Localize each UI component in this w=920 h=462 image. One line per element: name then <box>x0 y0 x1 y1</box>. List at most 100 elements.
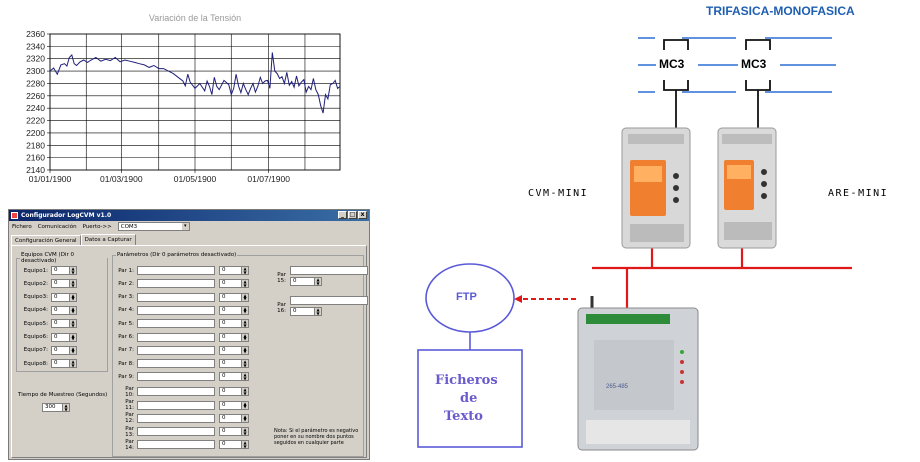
param-input[interactable]: 0 ▲▼ <box>219 372 249 382</box>
param-value: 0 <box>293 308 297 314</box>
param-name-input[interactable] <box>137 413 215 423</box>
spin-icon[interactable]: ▲▼ <box>241 346 248 354</box>
tab-configuracion-general[interactable]: Configuración General <box>11 235 81 245</box>
spin-icon[interactable]: ▲▼ <box>69 333 76 341</box>
chevron-down-icon[interactable]: ▾ <box>181 223 189 230</box>
ftp-label: FTP <box>456 291 477 303</box>
menu-puerto[interactable]: Puerto->> <box>82 223 112 230</box>
spin-icon[interactable]: ▲▼ <box>241 441 248 449</box>
tab-datos-a-capturar[interactable]: Datos a Capturar <box>80 234 136 245</box>
spin-icon[interactable]: ▲▼ <box>241 320 248 328</box>
spin-icon[interactable]: ▲▼ <box>69 346 76 354</box>
param-input[interactable]: 0 ▲▼ <box>219 279 249 289</box>
param-input[interactable]: 0 ▲▼ <box>219 305 249 315</box>
param-input[interactable]: 0 ▲▼ <box>219 400 249 410</box>
spin-icon[interactable]: ▲▼ <box>241 388 248 396</box>
param-input[interactable]: 0 ▲▼ <box>290 307 322 316</box>
maximize-button[interactable]: □ <box>348 211 357 219</box>
param-value: 0 <box>222 360 226 367</box>
param-input[interactable]: 0 ▲▼ <box>219 413 249 423</box>
param-name-input[interactable] <box>290 296 368 305</box>
param-input[interactable]: 0 ▲▼ <box>219 332 249 342</box>
param-name-input[interactable] <box>137 440 215 450</box>
param-name-input[interactable] <box>290 266 368 275</box>
equipo-value: 0 <box>54 360 58 367</box>
spin-icon[interactable]: ▲▼ <box>69 320 76 328</box>
spin-icon[interactable]: ▲▼ <box>241 306 248 314</box>
spin-icon[interactable]: ▲▼ <box>314 308 321 315</box>
equipo-label: Equipo4: <box>23 307 48 314</box>
param-input[interactable]: 0 ▲▼ <box>219 359 249 369</box>
param-input[interactable]: 0 ▲▼ <box>219 440 249 450</box>
spin-icon[interactable]: ▲▼ <box>241 280 248 288</box>
spin-icon[interactable]: ▲▼ <box>241 428 248 436</box>
equipo-input[interactable]: 0 ▲▼ <box>51 292 77 302</box>
param-input[interactable]: 0 ▲▼ <box>219 319 249 329</box>
param-name-input[interactable] <box>137 319 215 329</box>
minimize-button[interactable]: _ <box>338 211 347 219</box>
equipo-label: Equipo7: <box>23 347 48 354</box>
spin-icon[interactable]: ▲▼ <box>241 401 248 409</box>
spin-icon[interactable]: ▲▼ <box>69 280 76 288</box>
equipo-input[interactable]: 0 ▲▼ <box>51 266 77 275</box>
param-row: Par 15: <box>268 272 289 284</box>
device-left-label: CVM-MINI <box>528 188 589 199</box>
param-name-input[interactable] <box>137 345 215 355</box>
spin-icon[interactable]: ▲▼ <box>69 360 76 368</box>
param-name-input[interactable] <box>137 332 215 342</box>
param-label: Par 2: <box>118 280 134 287</box>
equipo-input[interactable]: 0 ▲▼ <box>51 359 77 369</box>
param-name-input[interactable] <box>137 359 215 369</box>
menu-fichero[interactable]: Fichero <box>12 223 32 230</box>
param-input[interactable]: 0 ▲▼ <box>219 345 249 355</box>
spin-icon[interactable]: ▲▼ <box>241 414 248 422</box>
y-tick-label: 2220 <box>26 116 45 126</box>
param-input[interactable]: 0 ▲▼ <box>219 427 249 437</box>
param-input[interactable]: 0 ▲▼ <box>219 387 249 397</box>
diagram-title: TRIFASICA-MONOFASICA <box>706 4 855 18</box>
param-name-input[interactable] <box>137 292 215 302</box>
param-name-input[interactable] <box>137 305 215 315</box>
spin-icon[interactable]: ▲▼ <box>62 404 69 411</box>
spin-icon[interactable]: ▲▼ <box>69 306 76 314</box>
param-name-input[interactable] <box>137 387 215 397</box>
equipo-input[interactable]: 0 ▲▼ <box>51 332 77 342</box>
menu-comunicacion[interactable]: Comunicación <box>37 223 77 230</box>
param-input[interactable]: 0 ▲▼ <box>290 277 322 286</box>
param-input[interactable]: 0 ▲▼ <box>219 292 249 302</box>
x-tick-label: 01/05/1900 <box>174 174 217 184</box>
spin-icon[interactable]: ▲▼ <box>69 293 76 301</box>
spin-icon[interactable]: ▲▼ <box>241 267 248 274</box>
spin-icon[interactable]: ▲▼ <box>241 333 248 341</box>
equipo-input[interactable]: 0 ▲▼ <box>51 319 77 329</box>
spin-icon[interactable]: ▲▼ <box>241 373 248 381</box>
equipo-input[interactable]: 0 ▲▼ <box>51 305 77 315</box>
equipo-input[interactable]: 0 ▲▼ <box>51 279 77 289</box>
param-label: Par 12: <box>125 412 134 425</box>
close-button[interactable]: x <box>358 211 367 219</box>
sampling-input[interactable]: 300 ▲▼ <box>42 403 70 412</box>
equipo-input[interactable]: 0 ▲▼ <box>51 345 77 355</box>
cvm-mini-device-icon <box>621 127 691 249</box>
sampling-row: 300 ▲▼ <box>42 403 70 412</box>
param-label: Par 7: <box>118 347 134 354</box>
spin-icon[interactable]: ▲▼ <box>314 278 321 285</box>
sampling-value: 300 <box>45 404 56 410</box>
spin-icon[interactable]: ▲▼ <box>241 293 248 301</box>
param-name-input[interactable] <box>137 400 215 410</box>
param-label: Par 15: <box>277 272 286 284</box>
param-name-input[interactable] <box>137 372 215 382</box>
param-row: Par 10: 0 ▲▼ <box>116 386 249 398</box>
param-input[interactable]: 0 ▲▼ <box>219 266 249 275</box>
param-label: Par 3: <box>118 294 134 301</box>
are-mini-device-icon <box>717 127 777 249</box>
spin-icon[interactable]: ▲▼ <box>69 267 76 274</box>
port-select[interactable]: COM3 ▾ <box>117 222 190 231</box>
param-name-input[interactable] <box>137 279 215 289</box>
param-name-input[interactable] <box>137 266 215 275</box>
voltage-chart-svg: Variación de la Tensión23602340232023002… <box>26 13 341 184</box>
param-name-input[interactable] <box>137 427 215 437</box>
equipo-row: Equipo7: 0 ▲▼ <box>20 345 77 355</box>
param-value: 0 <box>222 293 226 300</box>
spin-icon[interactable]: ▲▼ <box>241 360 248 368</box>
